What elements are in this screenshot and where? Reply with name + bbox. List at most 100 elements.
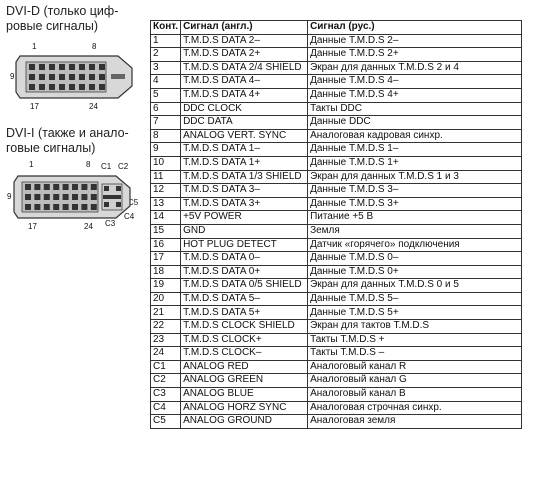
dvi-i-label-c2: C2 [118,162,129,171]
cell-contact: 14 [149,210,182,225]
cell-signal-ru: Экран для данных T.M.D.S 0 и 5 [307,278,523,293]
cell-signal-ru: Данные T.M.D.S 0– [307,251,523,266]
cell-contact: 15 [149,223,182,239]
header-signal-ru: Сигнал (рус.) [307,20,523,35]
cell-signal-en: ANALOG GREEN [180,373,309,389]
cell-signal-ru: Данные T.M.D.S 0+ [307,264,523,280]
dvi-i-label-1: 1 [29,160,34,169]
cell-contact: C1 [149,359,182,375]
cell-signal-en: T.M.D.S DATA 2/4 SHIELD [180,60,309,76]
cell-signal-en: T.M.D.S DATA 1– [180,142,309,157]
cell-signal-ru: Такты T.M.D.S + [307,332,523,348]
cell-signal-ru: Аналоговый канал B [307,387,523,402]
cell-signal-ru: Данные T.M.D.S 4+ [307,87,523,103]
dvi-d-label-24: 24 [89,102,98,111]
cell-contact: C3 [149,387,182,402]
cell-contact: 18 [149,264,182,280]
cell-signal-en: ANALOG HORZ SYNC [180,400,309,416]
cell-signal-ru: Данные T.M.D.S 5– [307,291,523,307]
cell-signal-en: T.M.D.S DATA 3– [180,183,309,198]
cell-contact: 11 [149,169,182,185]
cell-signal-en: T.M.D.S CLOCK– [180,346,309,361]
header-signal-en: Сигнал (англ.) [180,20,309,35]
cell-signal-en: GND [180,223,309,239]
cell-contact: 19 [149,278,182,293]
dvi-d-caption: DVI-D (только циф- ровые сигналы) [6,4,119,33]
cell-contact: 20 [149,291,182,307]
cell-contact: 17 [149,251,182,266]
dvi-d-label-9: 9 [10,72,15,81]
cell-signal-ru: Питание +5 В [307,210,523,225]
cell-contact: 7 [149,115,182,130]
cell-signal-ru: Данные DDC [307,115,523,130]
cell-signal-en: T.M.D.S DATA 0– [180,251,309,266]
cell-signal-en: T.M.D.S DATA 5+ [180,305,309,321]
cell-contact: 1 [149,33,182,49]
table-header-row: Конт. Сигнал (англ.) Сигнал (рус.) [149,20,523,35]
cell-signal-en: DDC CLOCK [180,101,309,117]
dvi-i-label-17: 17 [28,222,37,231]
cell-signal-ru: Данные T.M.D.S 2+ [307,47,523,62]
cell-signal-en: T.M.D.S CLOCK+ [180,332,309,348]
cell-contact: 24 [149,346,182,361]
cell-contact: C5 [149,414,182,429]
cell-contact: 6 [149,101,182,117]
cell-signal-ru: Такты DDC [307,101,523,117]
cell-contact: 3 [149,60,182,76]
cell-signal-ru: Экран для тактов T.M.D.S [307,319,523,334]
cell-signal-en: T.M.D.S DATA 4+ [180,87,309,103]
dvi-i-label-24: 24 [84,222,93,231]
cell-signal-en: T.M.D.S DATA 5– [180,291,309,307]
cell-signal-ru: Данные T.M.D.S 2– [307,33,523,49]
cell-signal-ru: Аналоговый канал R [307,359,523,375]
cell-signal-ru: Данные T.M.D.S 3+ [307,196,523,212]
cell-contact: 23 [149,332,182,348]
cell-contact: 5 [149,87,182,103]
cell-signal-ru: Такты T.M.D.S – [307,346,523,361]
cell-signal-ru: Данные T.M.D.S 1+ [307,155,523,171]
dvi-i-label-c3: C3 [105,219,116,228]
cell-contact: 13 [149,196,182,212]
cell-contact: 9 [149,142,182,157]
cell-signal-en: DDC DATA [180,115,309,130]
cell-signal-ru: Данные T.M.D.S 1– [307,142,523,157]
connector-diagrams: DVI-D (только циф- ровые сигналы) 1 8 9 … [0,0,150,480]
cell-signal-en: T.M.D.S DATA 2+ [180,47,309,62]
dvi-i-label-c5: C5 [128,198,139,207]
cell-contact: 12 [149,183,182,198]
cell-contact: 4 [149,74,182,89]
cell-contact: 22 [149,319,182,334]
dvi-d-label-8: 8 [92,42,97,51]
dvi-d-label-1: 1 [32,42,37,51]
dvi-i-label-c4: C4 [124,212,135,221]
dvi-i-caption: DVI-I (также и анало- говые сигналы) [6,126,129,155]
cell-signal-en: T.M.D.S DATA 4– [180,74,309,89]
cell-signal-ru: Датчик «горячего» подключения [307,237,523,253]
dvi-i-label-8: 8 [86,160,91,169]
cell-signal-ru: Аналоговый канал G [307,373,523,389]
cell-signal-ru: Аналоговая земля [307,414,523,429]
dvi-i-label-9: 9 [7,192,12,201]
cell-signal-en: T.M.D.S DATA 1/3 SHIELD [180,169,309,185]
header-contact: Конт. [149,20,182,35]
cell-signal-ru: Экран для данных T.M.D.S 1 и 3 [307,169,523,185]
